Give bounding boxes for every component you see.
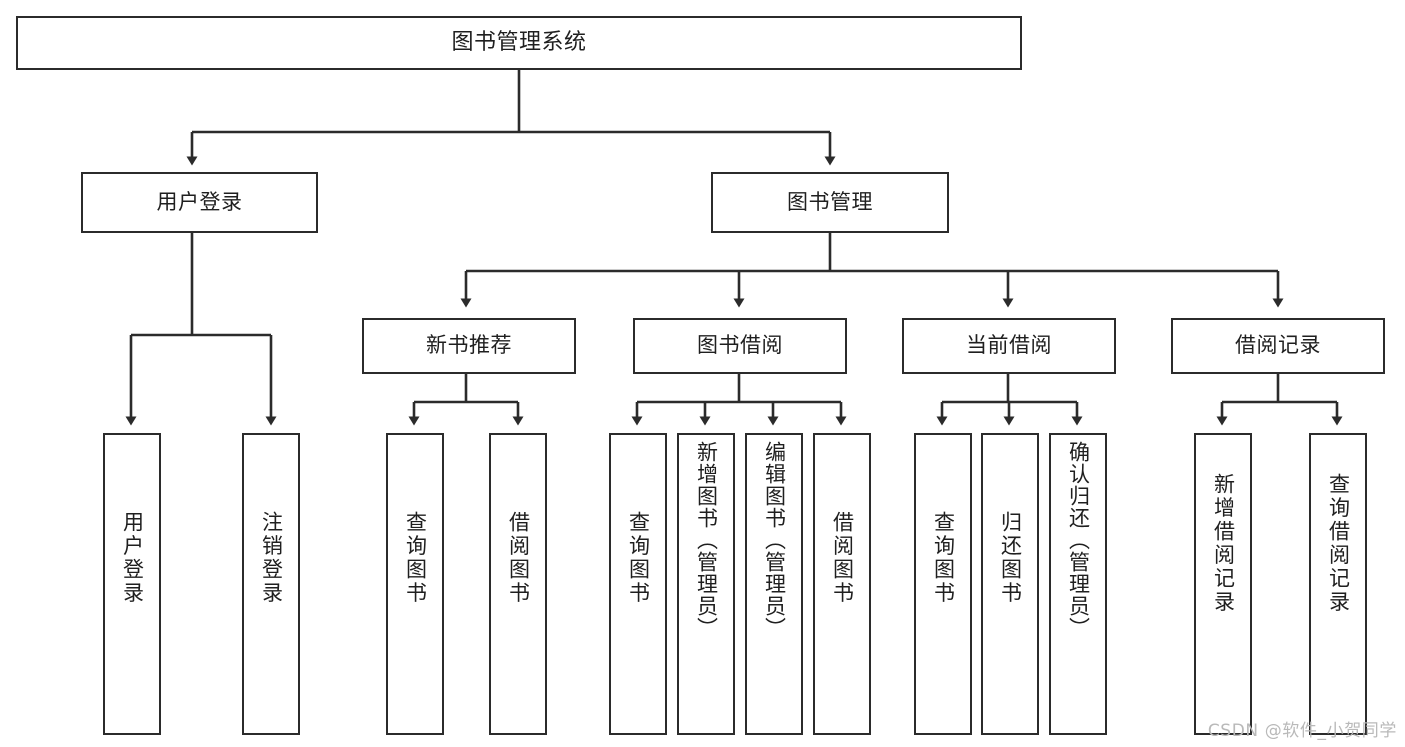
node-label: 新增图书（管理员） xyxy=(694,441,719,639)
node-label: 确认归还（管理员） xyxy=(1066,441,1091,639)
node-label: 用户登录 xyxy=(156,189,243,214)
node-label: 借阅记录 xyxy=(1235,333,1321,358)
leaf-edit-book-admin[interactable]: 编辑图书（管理员） xyxy=(745,433,803,735)
leaf-return-book[interactable]: 归还图书 xyxy=(981,433,1039,735)
leaf-confirm-return-admin[interactable]: 确认归还（管理员） xyxy=(1049,433,1107,735)
node-book-manage[interactable]: 图书管理 xyxy=(711,172,949,233)
node-label: 查询图书 xyxy=(626,511,651,605)
leaf-add-book-admin[interactable]: 新增图书（管理员） xyxy=(677,433,735,735)
node-root-system[interactable]: 图书管理系统 xyxy=(16,16,1022,70)
node-label: 图书管理系统 xyxy=(451,29,587,55)
node-label: 新书推荐 xyxy=(426,333,512,358)
watermark-csdn: CSDN @软件_小贺同学 xyxy=(1207,721,1397,741)
leaf-query-borrow-record[interactable]: 查询借阅记录 xyxy=(1309,433,1367,735)
node-label: 当前借阅 xyxy=(966,333,1052,358)
leaf-user-login[interactable]: 用户登录 xyxy=(103,433,161,735)
node-label: 用户登录 xyxy=(120,511,145,605)
node-current-borrow[interactable]: 当前借阅 xyxy=(902,318,1116,374)
node-label: 注销登录 xyxy=(259,511,284,605)
leaf-query-book-3[interactable]: 查询图书 xyxy=(914,433,972,735)
leaf-logout-login[interactable]: 注销登录 xyxy=(242,433,300,735)
node-label: 查询图书 xyxy=(403,511,428,605)
node-label: 编辑图书（管理员） xyxy=(762,441,787,639)
leaf-borrow-book-2[interactable]: 借阅图书 xyxy=(813,433,871,735)
node-book-borrow[interactable]: 图书借阅 xyxy=(633,318,847,374)
leaf-borrow-book-1[interactable]: 借阅图书 xyxy=(489,433,547,735)
node-label: 图书管理 xyxy=(787,189,873,214)
node-label: 借阅图书 xyxy=(506,511,531,605)
node-label: 查询借阅记录 xyxy=(1326,473,1351,614)
node-new-book-recommend[interactable]: 新书推荐 xyxy=(362,318,576,374)
leaf-add-borrow-record[interactable]: 新增借阅记录 xyxy=(1194,433,1252,735)
node-label: 图书借阅 xyxy=(697,333,783,358)
node-label: 查询图书 xyxy=(931,511,956,605)
leaf-query-book-2[interactable]: 查询图书 xyxy=(609,433,667,735)
node-label: 新增借阅记录 xyxy=(1211,473,1236,614)
node-label: 归还图书 xyxy=(998,511,1023,605)
node-user-login[interactable]: 用户登录 xyxy=(81,172,318,233)
node-label: 借阅图书 xyxy=(830,511,855,605)
leaf-query-book-1[interactable]: 查询图书 xyxy=(386,433,444,735)
node-borrow-record[interactable]: 借阅记录 xyxy=(1171,318,1385,374)
